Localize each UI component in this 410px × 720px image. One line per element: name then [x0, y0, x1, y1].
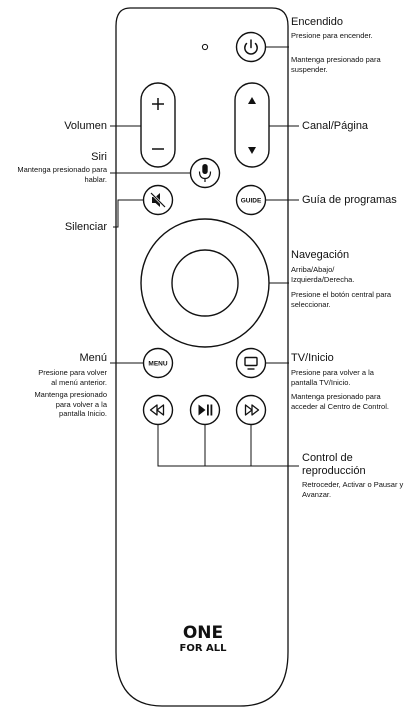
- volume-up-icon: [152, 98, 164, 110]
- microphone-icon: [198, 164, 212, 182]
- channel-title: Canal/Página: [302, 120, 369, 132]
- brand-logo-line1: ONE: [183, 623, 223, 643]
- guide-title: Guía de programas: [302, 194, 397, 206]
- playback-desc: Retroceder, Activar o Pausar y Avanzar.: [302, 480, 404, 499]
- mute-icon: [150, 192, 166, 208]
- siri-desc: Mantenga presionado para hablar.: [17, 165, 107, 184]
- power-desc-1: Presione para encender.: [291, 31, 373, 40]
- navigation-desc-2: Presione el botón central para seleccion…: [291, 290, 392, 309]
- power-title: Encendido: [291, 16, 343, 28]
- navigation-desc-1: Arriba/Abajo/ Izquierda/Derecha.: [291, 265, 355, 284]
- fast-forward-button[interactable]: [235, 394, 267, 426]
- rewind-icon: [149, 404, 165, 416]
- tv-desc-2: Mantenga presionado para acceder al Cent…: [291, 392, 389, 411]
- led-indicator: [201, 43, 209, 51]
- menu-title: Menú: [79, 352, 107, 364]
- leader-lines: [110, 46, 299, 467]
- menu-button[interactable]: MENU: [142, 347, 174, 379]
- power-icon: [244, 39, 258, 55]
- menu-button-label: MENU: [148, 361, 167, 368]
- siri-button[interactable]: [189, 157, 221, 189]
- power-button[interactable]: [235, 31, 267, 63]
- fast-forward-icon: [244, 404, 260, 416]
- rewind-button[interactable]: [142, 394, 174, 426]
- menu-desc-2: Mantenga presionado para volver a la pan…: [34, 390, 107, 418]
- guide-button[interactable]: GUIDE: [235, 184, 267, 216]
- power-desc-2: Mantenga presionado para suspender.: [291, 55, 381, 74]
- mute-leader: [113, 199, 144, 228]
- navigation-title: Navegación: [291, 249, 350, 261]
- tv-desc-1: Presione para volver a la pantalla TV/In…: [291, 368, 374, 387]
- select-button[interactable]: [171, 249, 239, 317]
- mute-button[interactable]: [142, 184, 174, 216]
- volume-title: Volumen: [64, 120, 107, 132]
- tv-button[interactable]: [235, 347, 267, 379]
- remote-body: [115, 7, 289, 707]
- siri-title: Siri: [91, 151, 107, 163]
- playback-title: Control de reproducción: [302, 452, 366, 477]
- tv-title: TV/Inicio: [291, 352, 334, 364]
- brand-logo-line2: FOR ALL: [180, 643, 228, 654]
- tv-icon: [244, 356, 258, 370]
- volume-rocker[interactable]: [140, 82, 176, 168]
- play-pause-button[interactable]: [189, 394, 221, 426]
- guide-button-label: GUIDE: [241, 198, 262, 205]
- brand-logo: ONE FOR ALL: [180, 623, 228, 654]
- channel-up-icon: [248, 97, 256, 104]
- mute-title: Silenciar: [64, 221, 107, 233]
- play-pause-icon: [198, 404, 213, 416]
- menu-desc-1: Presione para volver al menú anterior.: [38, 368, 107, 387]
- channel-rocker[interactable]: [234, 82, 270, 168]
- channel-down-icon: [248, 147, 256, 154]
